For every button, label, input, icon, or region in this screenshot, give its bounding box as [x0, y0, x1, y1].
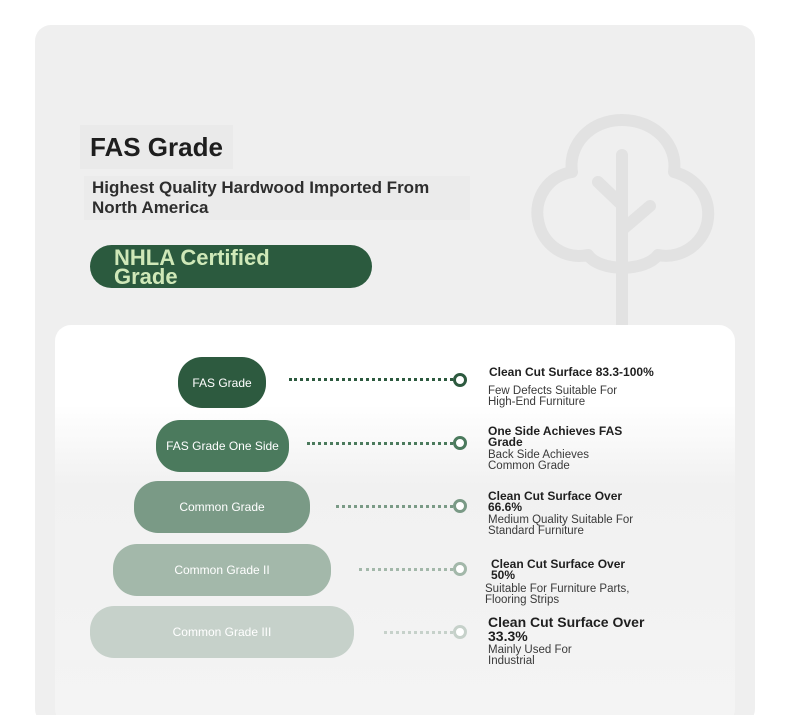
tier-label: Common Grade — [179, 500, 265, 514]
connector-dots — [307, 442, 453, 445]
tier-heading: Clean Cut Surface 83.3-100% — [489, 365, 654, 379]
tier-description: Clean Cut Surface Over 33.3% Mainly Used… — [488, 615, 653, 667]
connector-ring — [453, 562, 467, 576]
tier-common-grade: Common Grade — [134, 481, 310, 533]
tier-detail: Few Defects Suitable For High-End Furnit… — [488, 385, 618, 408]
connector-ring — [453, 373, 467, 387]
connector-dots — [359, 568, 453, 571]
tier-common-grade-ii: Common Grade II — [113, 544, 331, 596]
tier-description: Clean Cut Surface Over 66.6% Medium Qual… — [488, 489, 648, 537]
tier-heading: Clean Cut Surface Over 50% — [491, 557, 626, 582]
connector-dots — [336, 505, 453, 508]
connector-ring — [453, 436, 467, 450]
certification-badge-label: NHLA Certified Grade — [114, 244, 270, 289]
tier-label: FAS Grade — [192, 375, 252, 390]
tier-fas-grade: FAS Grade — [178, 357, 266, 408]
connector-dots — [384, 631, 453, 634]
tier-detail: Back Side Achieves Common Grade — [488, 449, 590, 472]
page-subtitle: Highest Quality Hardwood Imported From N… — [84, 176, 470, 220]
tier-label: FAS Grade One Side — [166, 439, 279, 453]
page-title: FAS Grade — [80, 125, 233, 169]
tier-description: Clean Cut Surface Over 50% Suitable For … — [485, 557, 650, 606]
tier-detail: Mainly Used For Industrial — [488, 644, 572, 667]
tier-detail: Medium Quality Suitable For Standard Fur… — [488, 514, 634, 537]
tree-icon — [531, 114, 715, 330]
connector-ring — [453, 625, 467, 639]
tier-heading: Clean Cut Surface Over 66.6% — [488, 489, 623, 514]
tier-label: Common Grade II — [174, 563, 270, 577]
tier-description: Clean Cut Surface 83.3-100% Few Defects … — [488, 365, 658, 408]
tier-common-grade-iii: Common Grade III — [90, 606, 354, 658]
certification-badge: NHLA Certified Grade — [90, 245, 372, 288]
tier-fas-grade-one-side: FAS Grade One Side — [156, 420, 289, 472]
tier-detail: Suitable For Furniture Parts, Flooring S… — [485, 583, 630, 606]
tier-heading: Clean Cut Surface Over 33.3% — [488, 614, 645, 644]
connector-dots — [289, 378, 453, 381]
tier-heading: One Side Achieves FAS Grade — [488, 424, 623, 449]
connector-ring — [453, 499, 467, 513]
tier-description: One Side Achieves FAS Grade Back Side Ac… — [488, 424, 623, 472]
tier-label: Common Grade III — [172, 625, 272, 639]
